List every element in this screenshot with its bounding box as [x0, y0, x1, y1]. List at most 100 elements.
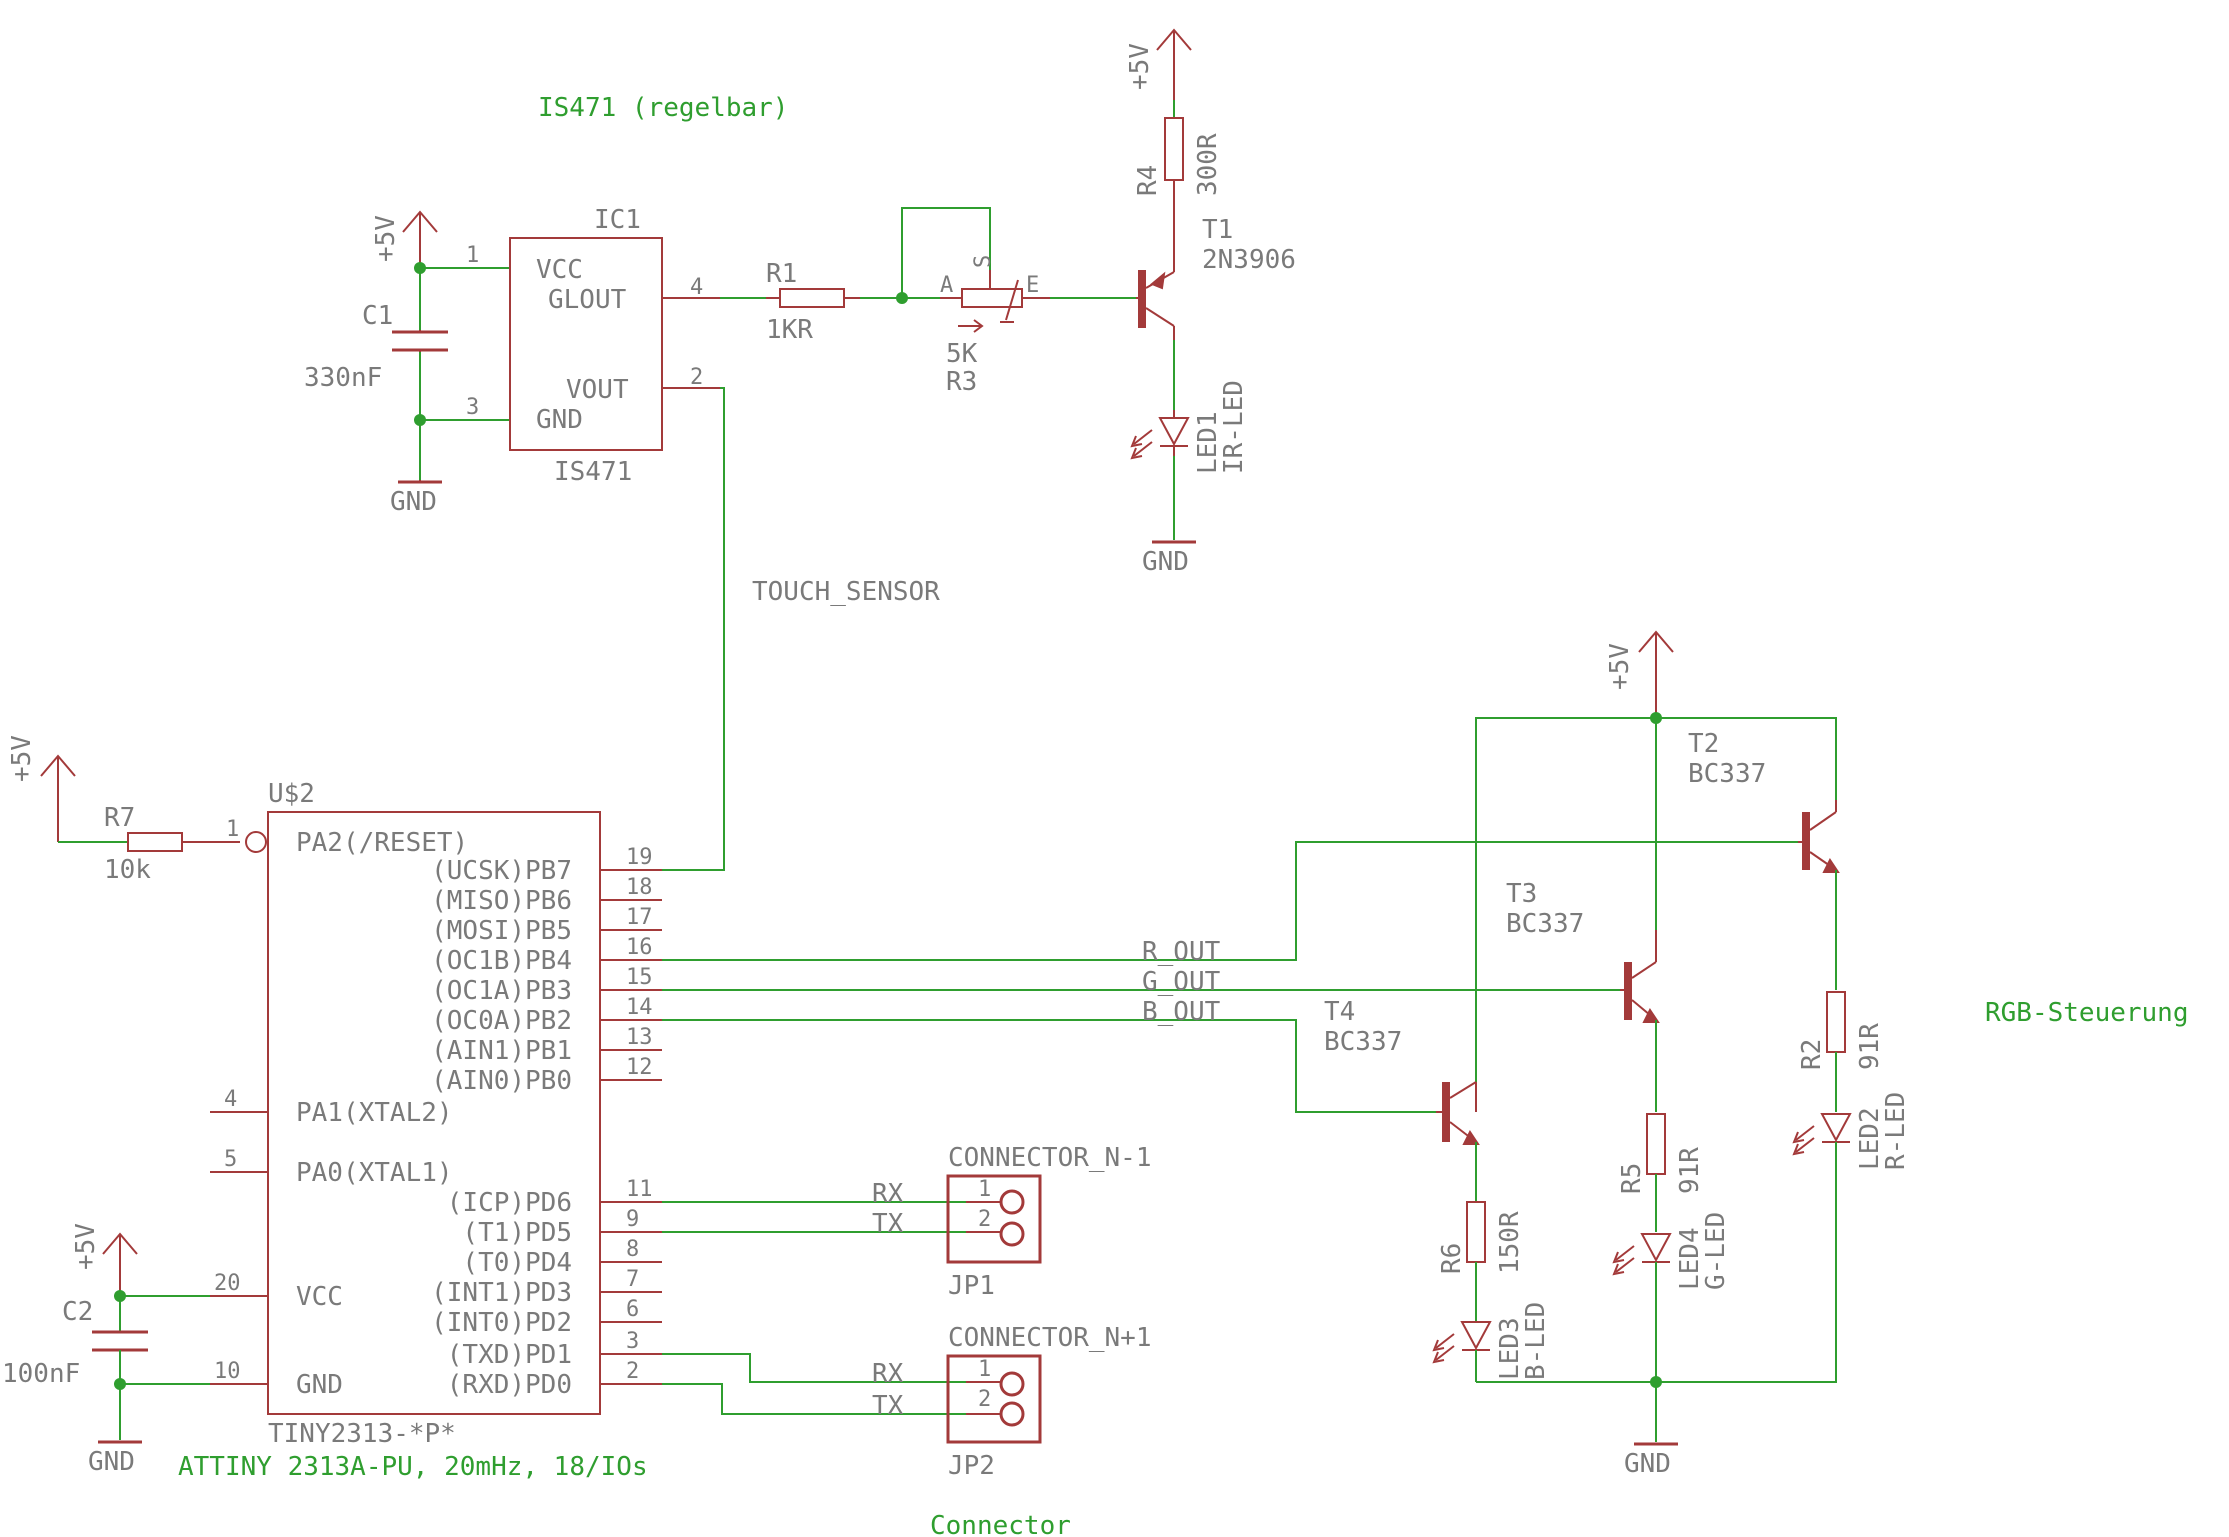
led2-value: R-LED: [1881, 1092, 1911, 1170]
u2-left-pin-name: GND: [296, 1370, 343, 1400]
u2-left-pin: PA0(XTAL1)5: [210, 1147, 453, 1188]
jp2-pin2: 2: [978, 1387, 991, 1412]
r3-ref: R3: [946, 367, 977, 397]
u2-right-pin-name: (MISO)PB6: [431, 886, 572, 916]
u2-right-pin-name: (UCSK)PB7: [431, 856, 572, 886]
r1-ref: R1: [766, 259, 797, 289]
c2-value: 100nF: [2, 1359, 80, 1389]
r6-ref: R6: [1437, 1243, 1467, 1274]
ic1-ref: IC1: [594, 205, 641, 235]
u2-right-pin-number: 18: [626, 875, 653, 900]
u2-right-pin-name: (ICP)PD6: [447, 1188, 572, 1218]
u2-right-pin: (OC1B)PB4 16: [431, 935, 662, 976]
led4-value: G-LED: [1701, 1212, 1731, 1290]
u2-left-pin-name: PA2(/RESET): [296, 828, 468, 858]
jp1-ref: JP1: [948, 1271, 995, 1301]
connector-jp2: 1 2 CONNECTOR_N+1 JP2: [946, 1323, 1152, 1481]
u2-left-pin-number: 20: [214, 1271, 241, 1296]
u2-right-pin-number: 15: [626, 965, 653, 990]
u2-right-pin-name: (OC1A)PB3: [431, 976, 572, 1006]
gnd-c1-label: GND: [390, 487, 437, 517]
ic1-pin-vout: VOUT: [566, 375, 629, 405]
u2-right-pin-number: 17: [626, 905, 653, 930]
u2-right-pin-name: (T1)PD5: [462, 1218, 572, 1248]
note-rgb: RGB-Steuerung: [1985, 998, 2189, 1028]
u2-left-pin: GND 10: [210, 1359, 343, 1400]
t2-value: BC337: [1688, 759, 1766, 789]
capacitor-c1: C1 330nF: [304, 301, 448, 393]
led-led3: LED3 B-LED: [1432, 1302, 1551, 1380]
gnd-t1-label: GND: [1142, 547, 1189, 577]
r3-pin-s: S: [971, 255, 996, 268]
u2-right-pin-name: (OC1B)PB4: [431, 946, 572, 976]
u2-right-pin-name: (TXD)PD1: [447, 1340, 572, 1370]
u2-left-pin: PA1(XTAL2)4: [210, 1087, 453, 1128]
capacitor-c2: C2 100nF: [2, 1297, 148, 1389]
u2-right-pin-number: 3: [626, 1329, 639, 1354]
u2-left-pin-number: 10: [214, 1359, 241, 1384]
led3-value: B-LED: [1521, 1302, 1551, 1380]
t4-value: BC337: [1324, 1027, 1402, 1057]
led1-ref: LED1: [1193, 411, 1223, 474]
jp1-pin1: 1: [978, 1177, 991, 1202]
ic1-pin-gnd: GND: [536, 405, 583, 435]
jp2-ref: JP2: [948, 1451, 995, 1481]
u2-right-pin-name: (INT0)PD2: [431, 1308, 572, 1338]
gnd-rgb-label: GND: [1624, 1449, 1671, 1479]
jp2-value: CONNECTOR_N+1: [948, 1323, 1152, 1353]
r5-ref: R5: [1617, 1163, 1647, 1194]
u2-ref: U$2: [268, 779, 315, 809]
jp1-pin2: 2: [978, 1207, 991, 1232]
u2-right-pin-name: (MOSI)PB5: [431, 916, 572, 946]
supply-5v-label: +5V: [371, 215, 401, 262]
potentiometer-r3: A S E 5K R3: [940, 255, 1050, 397]
ic1-pin4-num: 4: [690, 275, 703, 300]
u2-right-pin: (TXD)PD1 3: [447, 1329, 662, 1370]
supply-5v-r7: +5V: [7, 735, 76, 842]
r1-value: 1KR: [766, 315, 813, 345]
u2-left-pin: PA2(/RESET)1: [226, 817, 468, 858]
resistor-r6: R6 150R: [1437, 1201, 1525, 1274]
resistor-r1: R1 1KR: [766, 259, 860, 345]
resistor-r2: R2 91R: [1797, 991, 1885, 1070]
u2-right-pin-number: 16: [626, 935, 653, 960]
u2-right-pin-number: 8: [626, 1237, 639, 1262]
transistor-t3: T3 BC337: [1506, 879, 1660, 1023]
ic1-pin-glout: GLOUT: [548, 285, 627, 315]
supply-5v-c2: +5V: [71, 1223, 138, 1296]
r2-ref: R2: [1797, 1039, 1827, 1070]
net-r-out: R_OUT: [1142, 937, 1221, 967]
r6-value: 150R: [1495, 1211, 1525, 1274]
gnd-t1: GND: [1142, 540, 1196, 577]
net-touch-sensor: TOUCH_SENSOR: [752, 577, 940, 607]
net-tx-jp1: TX: [872, 1209, 904, 1239]
t2-ref: T2: [1688, 729, 1719, 759]
jp2-pin1: 1: [978, 1357, 991, 1382]
note-is471: IS471 (regelbar): [538, 93, 788, 123]
r3-pin-a: A: [940, 273, 953, 298]
u2-left-pin-number: 4: [224, 1087, 237, 1112]
t4-ref: T4: [1324, 997, 1355, 1027]
net-rx-jp2: RX: [872, 1359, 904, 1389]
u2-right-pin-number: 9: [626, 1207, 639, 1232]
supply-5v-r4: +5V: [1125, 28, 1192, 100]
led3-ref: LED3: [1495, 1317, 1525, 1380]
ic1-pin3-num: 3: [466, 395, 479, 420]
supply-5v-r4-label: +5V: [1125, 43, 1155, 90]
u2-right-pin-name: (OC0A)PB2: [431, 1006, 572, 1036]
u2-left-pin-name: PA0(XTAL1): [296, 1158, 453, 1188]
gnd-c1: GND: [390, 480, 442, 517]
t1-ref: T1: [1202, 215, 1233, 245]
resistor-r4: R4 300R: [1133, 117, 1223, 212]
u2-right-pin-number: 19: [626, 845, 653, 870]
u2-right-pin-name: (T0)PD4: [462, 1248, 572, 1278]
u2-right-pin-number: 2: [626, 1359, 639, 1384]
r4-ref: R4: [1133, 165, 1163, 196]
transistor-t2: T2 BC337: [1688, 729, 1840, 873]
